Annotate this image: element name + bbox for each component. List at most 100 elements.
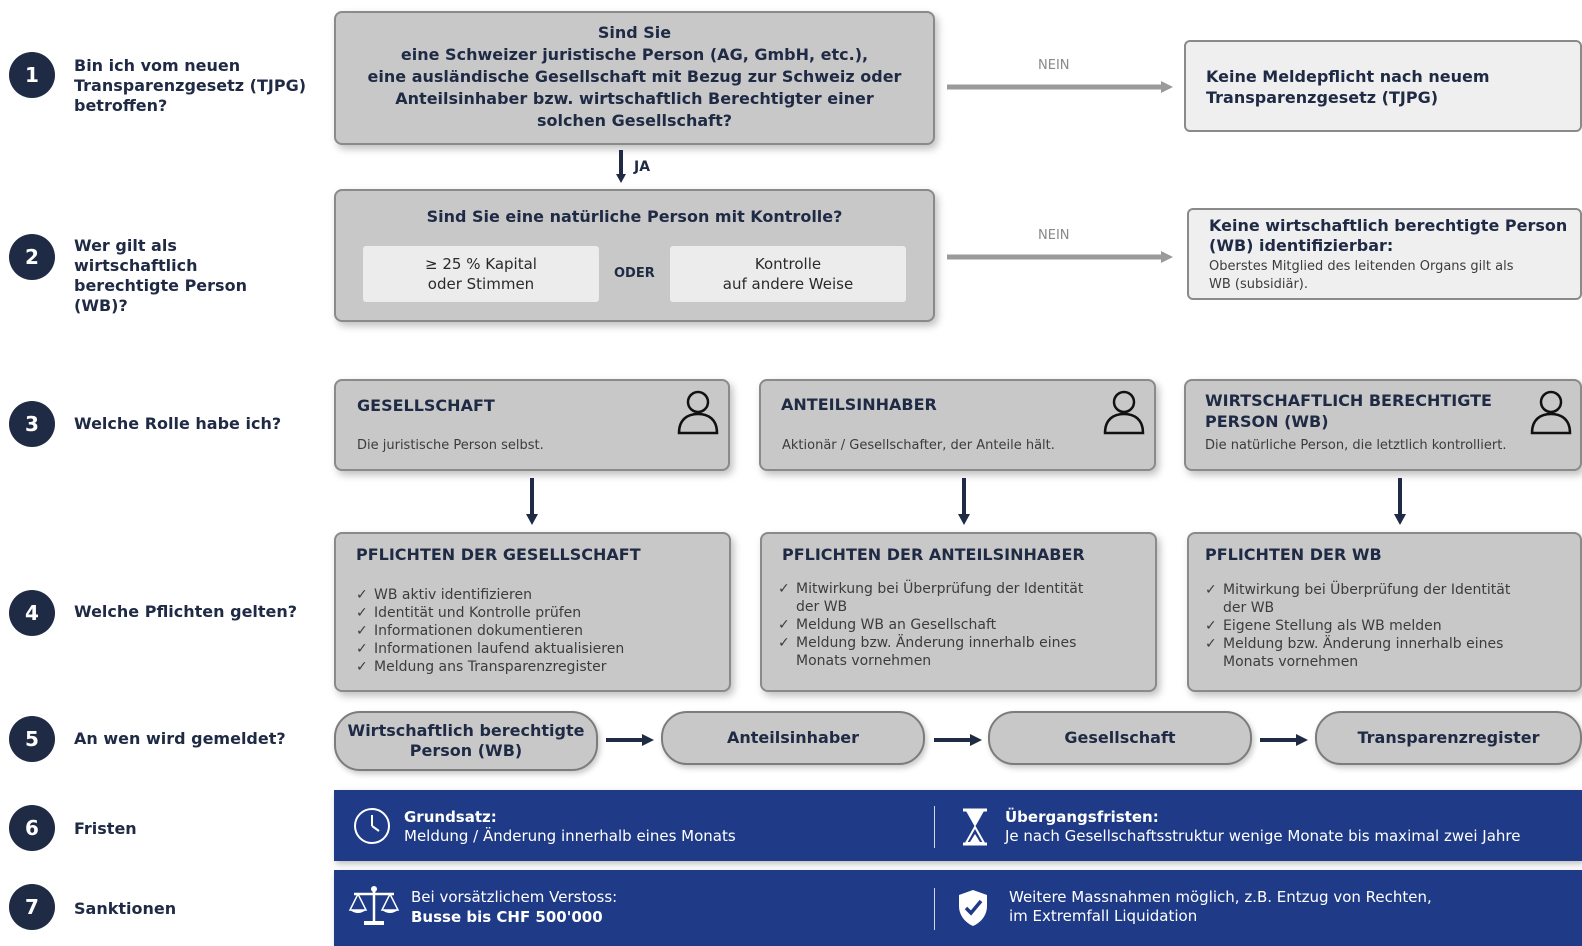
role-to-duty-arrow-3	[1394, 478, 1406, 525]
step-2-result-text-2: WB (subsidiär).	[1209, 277, 1309, 292]
sanction-left-line-2: Busse bis CHF 500'000	[411, 908, 603, 926]
step-2-no-arrow	[947, 251, 1173, 263]
chain-step-label: Anteilsinhaber	[726, 728, 860, 747]
chain-step-label: Transparenzregister	[1357, 728, 1540, 747]
duties-list: Mitwirkung bei Überprüfung der Identität…	[1205, 581, 1535, 671]
role-to-duty-arrow-2	[958, 478, 970, 525]
duty-item: WB aktiv identifizieren	[356, 586, 726, 604]
step-1-no-label: NEIN	[1038, 58, 1070, 73]
role-card-anteilsinhaber[interactable]: ANTEILSINHABER Aktionär / Gesellschafter…	[759, 379, 1156, 471]
deadline-right-title: Übergangsfristen:	[1005, 808, 1159, 826]
role-description: Aktionär / Gesellschafter, der Anteile h…	[782, 438, 1055, 453]
step-3-question: Welche Rolle habe ich?	[74, 414, 282, 433]
step-5-number: 5	[9, 716, 55, 762]
step-3-number: 3	[9, 401, 55, 447]
duties-title: PFLICHTEN DER ANTEILSINHABER	[782, 545, 1085, 564]
step-5-question: An wen wird gemeldet?	[74, 729, 286, 748]
step-2-or-label: ODER	[614, 266, 655, 281]
role-title: GESELLSCHAFT	[357, 396, 495, 415]
step-1-box-line-1: Sind Sie	[597, 23, 672, 42]
step-1-result-line-1: Keine Meldepflicht nach neuem	[1206, 67, 1490, 86]
step-1-result-box: Keine Meldepflicht nach neuem Transparen…	[1184, 40, 1582, 132]
person-icon	[1530, 390, 1572, 435]
duty-item: Mitwirkung bei Überprüfung der Identität…	[1205, 581, 1535, 617]
step-2-result-title-2: (WB) identifizierbar:	[1209, 236, 1394, 255]
duty-item: Eigene Stellung als WB melden	[1205, 617, 1535, 635]
role-title: WIRTSCHAFTLICH BERECHTIGTE	[1205, 391, 1492, 410]
role-title: ANTEILSINHABER	[781, 395, 937, 414]
step-1-result-line-2: Transparenzgesetz (TJPG)	[1206, 88, 1439, 107]
step-1-box-line-5: solchen Gesellschaft?	[536, 111, 733, 130]
step-2-option-1-line-2: oder Stimmen	[427, 275, 535, 293]
duty-item: Identität und Kontrolle prüfen	[356, 604, 726, 622]
duty-item: Meldung bzw. Änderung innerhalb eines Mo…	[1205, 635, 1535, 671]
step-2-option-1-line-1: ≥ 25 % Kapital	[425, 255, 537, 273]
step-2-result-title-1: Keine wirtschaftlich berechtigte Person	[1209, 216, 1568, 235]
duties-title: PFLICHTEN DER GESELLSCHAFT	[356, 545, 641, 564]
step-2-option-2-line-1: Kontrolle	[754, 255, 822, 273]
step-4-number: 4	[9, 590, 55, 636]
sanctions-divider	[934, 888, 935, 930]
deadline-left-text: Meldung / Änderung innerhalb eines Monat…	[404, 827, 736, 845]
duty-item: Meldung WB an Gesellschaft	[778, 616, 1108, 634]
step-2-number: 2	[9, 234, 55, 280]
step-6-question: Fristen	[74, 819, 137, 838]
deadline-left-title: Grundsatz:	[404, 808, 497, 826]
chain-arrow-3	[1260, 734, 1308, 746]
duties-card-wb: PFLICHTEN DER WB Mitwirkung bei Überprüf…	[1187, 532, 1582, 692]
step-6-number: 6	[9, 805, 55, 851]
step-1-question-box: Sind Sie eine Schweizer juristische Pers…	[334, 11, 935, 145]
person-icon	[1103, 390, 1145, 435]
step-7-number: 7	[9, 884, 55, 930]
chain-step-wb[interactable]: Wirtschaftlich berechtigte Person (WB)	[334, 711, 598, 771]
step-2-option-control[interactable]: Kontrolle auf andere Weise	[670, 246, 906, 302]
duty-item: Meldung bzw. Änderung innerhalb eines Mo…	[778, 634, 1108, 670]
step-1-no-arrow	[947, 81, 1173, 93]
step-2-option-capital[interactable]: ≥ 25 % Kapital oder Stimmen	[363, 246, 599, 302]
step-1-question: Bin ich vom neuen Transparenzgesetz (TJP…	[74, 56, 307, 115]
chain-arrow-1	[606, 734, 654, 746]
sanction-right-line-1: Weitere Massnahmen möglich, z.B. Entzug …	[1009, 888, 1432, 906]
shield-check-icon	[959, 890, 987, 926]
duties-card-gesellschaft: PFLICHTEN DER GESELLSCHAFT WB aktiv iden…	[334, 532, 731, 692]
step-1-box-line-3: eine ausländische Gesellschaft mit Bezug…	[367, 67, 902, 86]
role-title-line-2: PERSON (WB)	[1205, 412, 1329, 431]
step-2-title: Sind Sie eine natürliche Person mit Kont…	[426, 207, 843, 226]
duty-item: Informationen laufend aktualisieren	[356, 640, 726, 658]
step-1-yes-arrow	[616, 150, 626, 183]
step-2-question-box: Sind Sie eine natürliche Person mit Kont…	[334, 189, 935, 322]
hourglass-icon	[963, 808, 987, 846]
person-icon	[677, 390, 719, 435]
role-description: Die natürliche Person, die letztlich kon…	[1205, 438, 1507, 453]
sanctions-band: Bei vorsätzlichem Verstoss: Busse bis CH…	[334, 870, 1582, 946]
step-7-question: Sanktionen	[74, 899, 177, 918]
chain-arrow-2	[934, 734, 982, 746]
deadlines-band: Grundsatz: Meldung / Änderung innerhalb …	[334, 790, 1582, 861]
deadline-right-text: Je nach Gesellschaftsstruktur wenige Mon…	[1005, 827, 1521, 845]
step-2-result-text-1: Oberstes Mitglied des leitenden Organs g…	[1209, 259, 1514, 274]
chain-step-anteilsinhaber[interactable]: Anteilsinhaber	[661, 711, 925, 765]
duties-title: PFLICHTEN DER WB	[1205, 545, 1382, 564]
chain-step-label: Gesellschaft	[1064, 728, 1176, 747]
role-description: Die juristische Person selbst.	[357, 438, 544, 453]
step-1-number: 1	[9, 52, 55, 98]
sanction-right-line-2: im Extremfall Liquidation	[1009, 907, 1198, 925]
duty-item: Meldung ans Transparenzregister	[356, 658, 726, 676]
scales-icon	[348, 886, 400, 925]
step-2-result-box: Keine wirtschaftlich berechtigte Person …	[1187, 208, 1582, 300]
chain-step-transparenzregister[interactable]: Transparenzregister	[1315, 711, 1582, 765]
step-4-question: Welche Pflichten gelten?	[74, 602, 298, 621]
step-1-yes-label: JA	[634, 159, 651, 175]
role-card-wb[interactable]: WIRTSCHAFTLICH BERECHTIGTE PERSON (WB) D…	[1184, 379, 1582, 471]
deadlines-divider	[934, 806, 935, 848]
step-1-box-line-2: eine Schweizer juristische Person (AG, G…	[400, 45, 869, 64]
step-2-no-label: NEIN	[1038, 228, 1070, 243]
duties-list: WB aktiv identifizieren Identität und Ko…	[356, 586, 726, 676]
chain-step-gesellschaft[interactable]: Gesellschaft	[988, 711, 1252, 765]
role-card-gesellschaft[interactable]: GESELLSCHAFT Die juristische Person selb…	[334, 379, 730, 471]
sanction-left-line-1: Bei vorsätzlichem Verstoss:	[411, 888, 618, 906]
role-to-duty-arrow-1	[526, 478, 538, 525]
duty-item: Informationen dokumentieren	[356, 622, 726, 640]
clock-icon	[354, 808, 390, 844]
step-2-option-2-line-2: auf andere Weise	[722, 275, 854, 293]
